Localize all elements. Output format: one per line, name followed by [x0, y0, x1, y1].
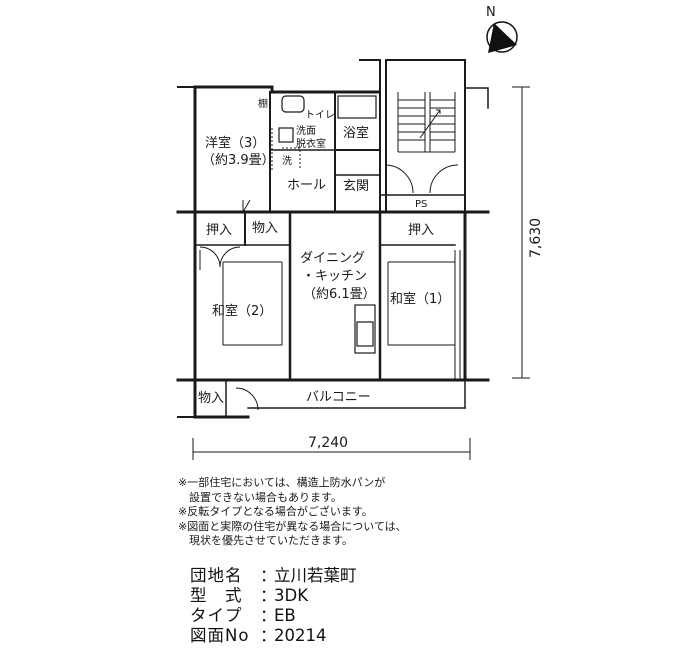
note-line: 設置できない場合もあります。	[178, 490, 342, 504]
model-row: 型 式 ：3DK	[190, 586, 590, 606]
kitchen-sink	[356, 321, 374, 347]
washroom-label-2: 脱衣室	[296, 137, 326, 150]
balcony-label: バルコニー	[306, 390, 371, 405]
bathtub-icon	[337, 95, 377, 119]
note-line: ※反転タイプとなる場合がございます。	[178, 505, 373, 518]
separator: ：	[260, 586, 277, 605]
note-line: ※一部住宅においては、構造上防水パンが	[178, 476, 386, 489]
compass-icon: N	[486, 5, 518, 53]
complex-row: 団地名 ：立川若葉町	[190, 566, 590, 586]
western-room-label: 洋室（3）	[205, 135, 265, 151]
room-labels: 棚 トイレ 洗面 脱衣室 洗 洋室（3） （約3.9畳） 浴室 ホール 玄関 P…	[198, 97, 450, 406]
fixtures	[278, 95, 377, 354]
sink-icon	[278, 127, 294, 143]
toilet-label: トイレ	[305, 110, 335, 121]
toilet-icon	[281, 95, 305, 113]
western-room-size: （約3.9畳）	[202, 153, 275, 168]
entrance-label: 玄関	[343, 179, 369, 194]
dimension-lines	[192, 86, 530, 460]
separator: ：	[260, 626, 277, 645]
kitchen-counter	[354, 304, 376, 354]
dining-label-1: ダイニング	[300, 251, 365, 266]
model-label: 型 式	[190, 586, 243, 605]
ps-label: PS	[415, 199, 427, 210]
dining-label-2: ・キッチン	[302, 269, 367, 284]
width-dimension: 7,240	[308, 435, 348, 451]
drawing-row: 図面No ：20214	[190, 626, 590, 646]
oshiire-left-label: 押入	[206, 223, 232, 238]
depth-dimension: 7,630	[528, 218, 544, 258]
washroom-label-1: 洗面	[296, 125, 316, 137]
door-swings	[199, 164, 459, 411]
oshiire-right-label: 押入	[408, 223, 434, 238]
walls	[176, 59, 490, 419]
north-label: N	[486, 5, 496, 20]
model-value: 3DK	[274, 586, 309, 605]
type-value: EB	[274, 606, 296, 625]
monoire-bottom-label: 物入	[198, 391, 224, 406]
hall-label: ホール	[287, 178, 326, 193]
note-line: ※図面と実際の住宅が異なる場合については、	[178, 519, 407, 533]
type-label: タイプ	[190, 606, 243, 625]
dashed-guides	[271, 128, 301, 172]
type-row: タイプ ：EB	[190, 606, 590, 626]
washer-label: 洗	[282, 155, 292, 167]
shelf-label: 棚	[258, 97, 268, 110]
complex-value: 立川若葉町	[274, 566, 357, 585]
stairs	[397, 92, 456, 153]
separator: ：	[260, 566, 277, 585]
drawing-value: 20214	[274, 626, 327, 645]
monoire-top-label: 物入	[252, 221, 278, 236]
japanese-room-2-label: 和室（2）	[212, 303, 272, 319]
note-line: 現状を優先させていただきます。	[178, 534, 353, 547]
separator: ：	[260, 606, 277, 625]
complex-label: 団地名	[190, 566, 243, 585]
notes: ※一部住宅においては、構造上防水パンが 設置できない場合もあります。 ※反転タイ…	[178, 476, 678, 549]
japanese-room-1-label: 和室（1）	[390, 291, 450, 307]
tatami-lines	[199, 250, 461, 380]
info-block: 団地名：立川若葉町 型 式：3DK タイプ：EB 図面No：20214	[190, 566, 590, 646]
bath-label: 浴室	[343, 125, 369, 141]
floor-plan: N	[176, 5, 544, 460]
drawing-label: 図面No	[190, 626, 250, 645]
dining-size: （約6.1畳）	[303, 287, 376, 302]
